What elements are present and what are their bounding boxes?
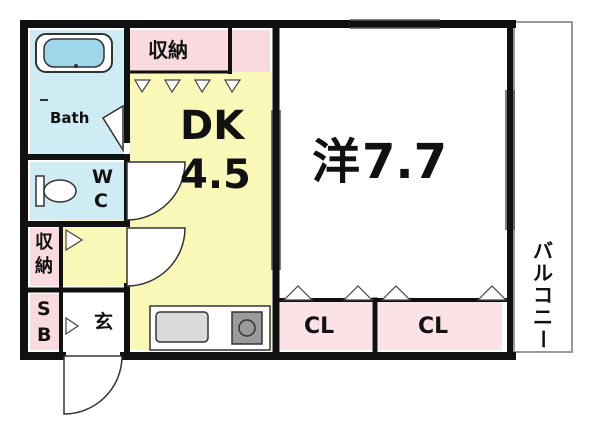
walls	[20, 20, 516, 360]
closet-right-floor	[378, 302, 502, 350]
balcony-char: ニ	[533, 305, 553, 329]
balcony-area	[513, 21, 573, 353]
drain-icon	[74, 64, 78, 68]
windows	[271, 19, 515, 270]
label-closet-left: CL	[304, 314, 335, 339]
label-balcony: バ ル コ ニ ー	[531, 239, 555, 350]
label-dk-size: 4.5	[180, 152, 251, 198]
label-entrance: 玄	[94, 311, 114, 333]
balcony-char: コ	[533, 283, 553, 307]
bathtub-inner	[43, 38, 105, 68]
storage-top-floor	[130, 30, 270, 72]
shoe-box-floor	[30, 294, 60, 350]
balcony-char: ル	[533, 261, 553, 285]
label-sb-b: B	[37, 324, 52, 346]
label-bath: Bath	[50, 109, 90, 127]
balcony-char: バ	[533, 239, 553, 263]
label-storage-top: 収納	[148, 38, 188, 62]
western-room-floor	[280, 30, 502, 300]
label-western-size: 7.7	[362, 134, 448, 190]
stove-icon	[231, 311, 263, 345]
burner-icon	[238, 319, 256, 337]
balcony-char: ー	[531, 329, 555, 349]
toilet-bowl	[43, 179, 77, 203]
label-storage-left-2: 納	[35, 256, 53, 277]
toilet-tank	[35, 175, 45, 207]
closet-left-floor	[280, 302, 372, 350]
kitchen-sink	[155, 311, 209, 343]
dk-entry-floor	[62, 220, 130, 286]
label-sb-s: S	[37, 298, 51, 320]
label-storage-left-1: 収	[35, 232, 53, 253]
closet-door-marks	[65, 79, 508, 336]
doors	[63, 104, 186, 415]
label-wc-c: C	[94, 190, 108, 212]
storage-left-floor	[30, 228, 60, 286]
label-closet-right: CL	[418, 314, 449, 339]
label-western-name: 洋	[312, 134, 361, 190]
entrance-floor	[62, 292, 124, 350]
label-dk-name: DK	[180, 103, 245, 149]
label-wc-w: W	[92, 166, 113, 188]
